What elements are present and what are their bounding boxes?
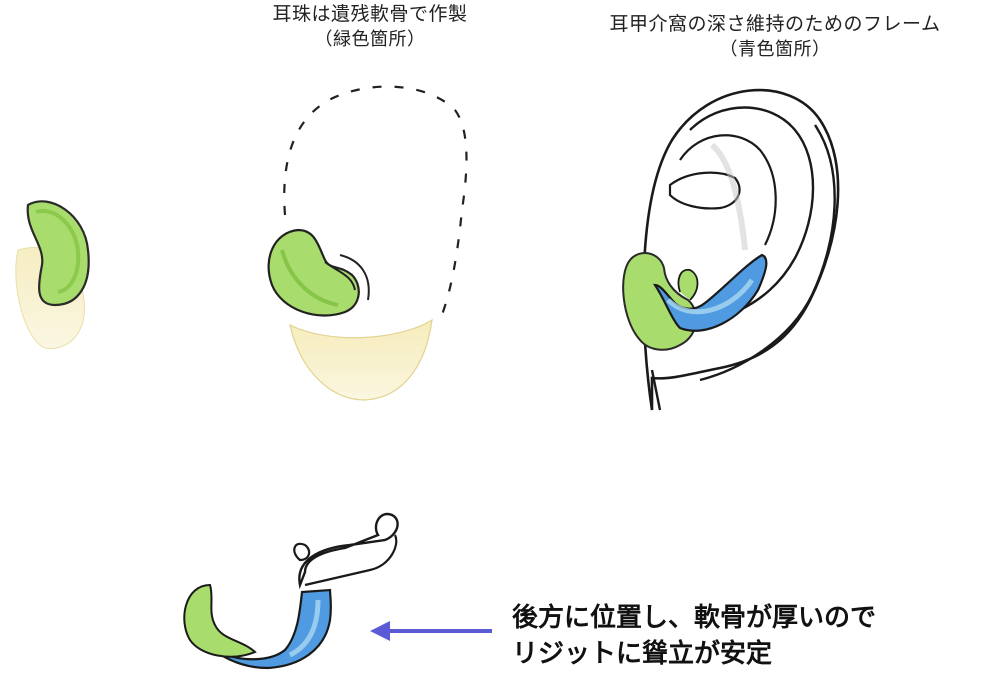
caption: 後方に位置し、軟骨が厚いので リジットに聳立が安定 — [512, 600, 876, 672]
reconstructed-ear-figure — [623, 90, 838, 410]
caption-line-2: リジットに聳立が安定 — [512, 636, 876, 672]
remnant-cartilage-figure — [16, 201, 89, 348]
caption-line-1: 後方に位置し、軟骨が厚いので — [512, 600, 876, 636]
frame-detail-figure — [184, 514, 397, 668]
tragus-figure — [269, 87, 467, 400]
pointer-arrow — [370, 621, 492, 641]
